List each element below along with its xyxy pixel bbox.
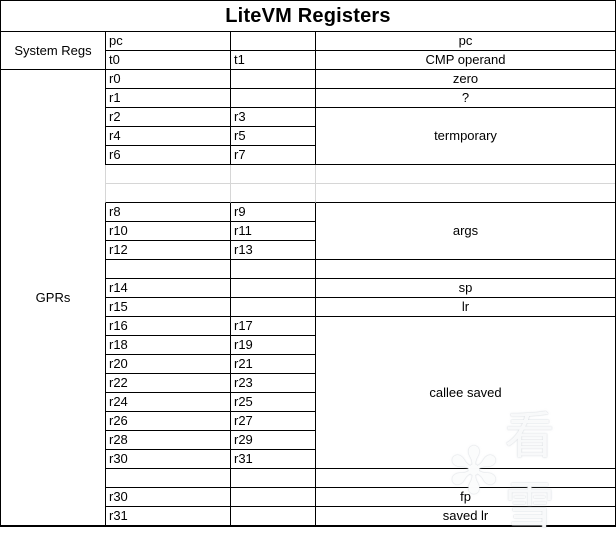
reg-cell-r17: r17 bbox=[230, 317, 315, 336]
desc-cell-cmp-operand: CMP operand bbox=[315, 51, 615, 70]
empty-cell bbox=[230, 469, 315, 488]
reg-cell-r9: r9 bbox=[230, 203, 315, 222]
empty-cell bbox=[230, 279, 315, 298]
empty-cell bbox=[105, 165, 230, 184]
empty-cell bbox=[105, 260, 230, 279]
empty-cell bbox=[315, 165, 615, 184]
reg-cell-t1: t1 bbox=[230, 51, 315, 70]
reg-cell-r7: r7 bbox=[230, 146, 315, 165]
empty-cell bbox=[230, 488, 315, 507]
reg-cell-r23: r23 bbox=[230, 374, 315, 393]
desc-cell-callee-saved: callee saved bbox=[315, 317, 615, 469]
empty-cell bbox=[230, 298, 315, 317]
empty-cell bbox=[105, 469, 230, 488]
reg-cell-r14: r14 bbox=[105, 279, 230, 298]
reg-cell-r1: r1 bbox=[105, 89, 230, 108]
desc-cell-lr: lr bbox=[315, 298, 615, 317]
reg-cell-r8: r8 bbox=[105, 203, 230, 222]
group-label-system-regs: System Regs bbox=[1, 32, 105, 70]
reg-cell-r11: r11 bbox=[230, 222, 315, 241]
reg-cell-r15: r15 bbox=[105, 298, 230, 317]
empty-cell bbox=[315, 260, 615, 279]
desc-cell-zero: zero bbox=[315, 70, 615, 89]
page-title: LiteVM Registers bbox=[1, 1, 615, 32]
reg-cell-r31: r31 bbox=[230, 450, 315, 469]
empty-cell bbox=[230, 89, 315, 108]
empty-cell bbox=[230, 184, 315, 203]
desc-cell-pc: pc bbox=[315, 32, 615, 51]
reg-cell-r18: r18 bbox=[105, 336, 230, 355]
reg-cell-r12: r12 bbox=[105, 241, 230, 260]
reg-cell-r10: r10 bbox=[105, 222, 230, 241]
reg-cell-r0: r0 bbox=[105, 70, 230, 89]
desc-cell-unknown: ? bbox=[315, 89, 615, 108]
group-label-gprs: GPRs bbox=[35, 290, 71, 305]
reg-cell-r2: r2 bbox=[105, 108, 230, 127]
reg-cell-r25: r25 bbox=[230, 393, 315, 412]
empty-cell bbox=[105, 184, 230, 203]
reg-cell-r27: r27 bbox=[230, 412, 315, 431]
reg-cell-r29: r29 bbox=[230, 431, 315, 450]
desc-cell-saved-lr: saved lr bbox=[315, 507, 615, 526]
empty-cell bbox=[230, 32, 315, 51]
reg-cell-r6: r6 bbox=[105, 146, 230, 165]
reg-cell-r26: r26 bbox=[105, 412, 230, 431]
empty-cell bbox=[230, 70, 315, 89]
reg-cell-r19: r19 bbox=[230, 336, 315, 355]
desc-cell-fp: fp bbox=[315, 488, 615, 507]
empty-cell bbox=[315, 469, 615, 488]
empty-cell bbox=[230, 165, 315, 184]
reg-cell-r28: r28 bbox=[105, 431, 230, 450]
reg-cell-pc: pc bbox=[105, 32, 230, 51]
reg-cell-r22: r22 bbox=[105, 374, 230, 393]
reg-cell-r21: r21 bbox=[230, 355, 315, 374]
desc-cell-temporary: termporary bbox=[315, 108, 615, 165]
reg-cell-r16: r16 bbox=[105, 317, 230, 336]
desc-cell-args: args bbox=[315, 203, 615, 260]
reg-cell-r5: r5 bbox=[230, 127, 315, 146]
desc-cell-sp: sp bbox=[315, 279, 615, 298]
reg-cell-r24: r24 bbox=[105, 393, 230, 412]
reg-cell-t0: t0 bbox=[105, 51, 230, 70]
reg-cell-r30: r30 bbox=[105, 450, 230, 469]
reg-cell-r13: r13 bbox=[230, 241, 315, 260]
reg-cell-r30-fp: r30 bbox=[105, 488, 230, 507]
reg-cell-r4: r4 bbox=[105, 127, 230, 146]
reg-cell-r31-saved-lr: r31 bbox=[105, 507, 230, 526]
register-grid: System Regs GPRs pc pc t0 t1 CMP operand… bbox=[1, 32, 615, 526]
empty-cell bbox=[230, 507, 315, 526]
reg-cell-r3: r3 bbox=[230, 108, 315, 127]
reg-cell-r20: r20 bbox=[105, 355, 230, 374]
empty-cell bbox=[315, 184, 615, 203]
empty-cell bbox=[230, 260, 315, 279]
